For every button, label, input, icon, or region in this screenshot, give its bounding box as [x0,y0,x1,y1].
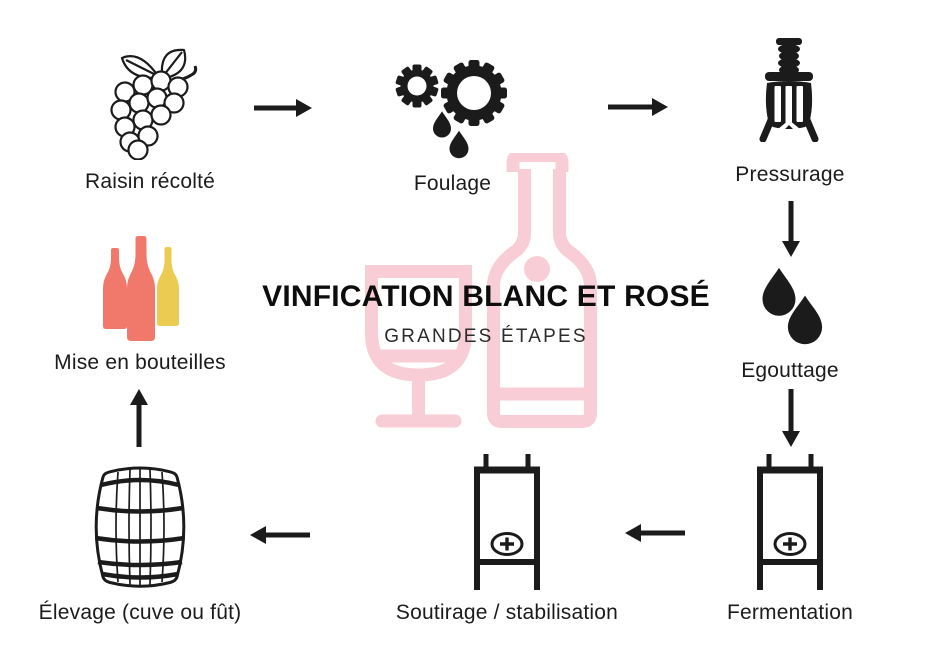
arrow-down-icon [782,389,800,447]
step-label: Soutirage / stabilisation [395,601,619,624]
step-pressurage: Pressurage [675,36,905,186]
crusher-gears-icon [395,60,507,159]
diagram-subtitle: GRANDES ÉTAPES [384,326,588,347]
grapes-icon [110,48,198,160]
barrel-icon [94,466,186,588]
step-raisin-recolte: Raisin récolté [35,48,265,193]
step-label: Élevage (cuve ou fût) [38,601,242,624]
step-egouttage: Egouttage [690,258,890,382]
wine-bottle-icon [487,153,597,428]
step-mise-en-bouteilles: Mise en bouteilles [25,236,255,374]
arrow-right-icon [254,99,312,117]
wine-press-icon [759,38,819,142]
arrow-left-icon [625,524,685,542]
tank-icon [474,454,540,590]
arrow-left-icon [250,526,310,544]
step-label: Egouttage [741,359,839,382]
arrow-up-icon [130,389,148,447]
step-fermentation: Fermentation [690,452,890,624]
arrow-down-icon [782,201,800,257]
step-label: Pressurage [735,163,845,186]
wine-glass-icon [365,265,472,428]
step-label: Mise en bouteilles [54,351,226,374]
step-elevage: Élevage (cuve ou fût) [25,462,255,624]
step-foulage: Foulage [340,56,565,195]
wine-glass-and-bottle-watermark [365,153,597,428]
drops-icon [762,267,823,345]
tank-icon [757,454,823,590]
bottles-icon [103,236,179,341]
diagram-title: VINFICATION BLANC ET ROSÉ [262,280,710,313]
step-label: Raisin récolté [84,170,216,193]
arrow-right-icon [608,98,668,116]
step-label: Fermentation [726,601,854,624]
step-label: Foulage [413,172,492,195]
step-soutirage: Soutirage / stabilisation [377,452,637,624]
